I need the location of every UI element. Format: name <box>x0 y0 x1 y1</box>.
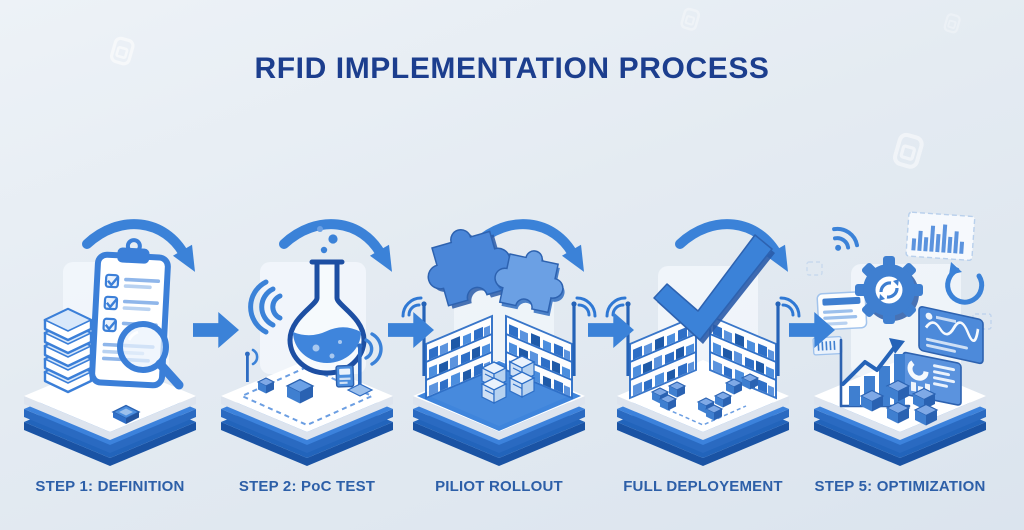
step-2-illustration <box>212 210 402 466</box>
document-stack-icon <box>43 307 93 394</box>
sensor-pole-icon <box>245 348 259 382</box>
rfid-reader-icon <box>335 364 355 388</box>
antenna-mast-icon <box>569 296 597 378</box>
wifi-signal-icon <box>832 226 860 251</box>
tagged-box-icon <box>285 378 315 404</box>
refresh-arrow-icon <box>945 262 985 305</box>
page-title: RFID IMPLEMENTATION PROCESS <box>254 52 770 85</box>
lab-flask-rfid-test-icon <box>221 210 402 466</box>
growth-bar-chart-icon <box>839 338 911 408</box>
checkmark-icon <box>653 234 775 344</box>
histogram-panel-icon <box>905 211 976 261</box>
step-3-label: PILIOT ROLLOUT <box>435 478 563 495</box>
step-4-label: FULL DEPLOYEMENT <box>623 478 783 495</box>
step-1-illustration <box>15 210 205 466</box>
rfid-chip-icon <box>111 404 141 424</box>
wifi-signal-icon <box>248 279 283 335</box>
antenna-mast-icon <box>773 296 801 378</box>
step-3-illustration <box>401 210 597 466</box>
step-5-label: STEP 5: OPTIMIZATION <box>814 478 986 495</box>
puzzle-pieces-warehouse-icon <box>401 217 597 466</box>
lab-flask-icon <box>287 226 367 376</box>
gear-icon <box>855 256 923 324</box>
list-card-icon <box>816 290 868 331</box>
step-5-illustration <box>805 210 995 466</box>
checkmark-warehouse-icon <box>605 210 801 466</box>
magnifier-icon <box>117 321 184 390</box>
step-2-label: STEP 2: PoC TEST <box>238 478 376 495</box>
step-1-label: STEP 1: DEFINITION <box>35 478 185 495</box>
clipboard-checklist-magnifier-icon <box>24 210 205 466</box>
step-4-illustration <box>605 210 801 466</box>
gear-analytics-dashboard-icon <box>806 211 992 466</box>
dashboard-screen-icon <box>918 305 984 365</box>
rfid-antenna-icon <box>346 332 383 397</box>
floor-path-marking <box>659 405 747 426</box>
